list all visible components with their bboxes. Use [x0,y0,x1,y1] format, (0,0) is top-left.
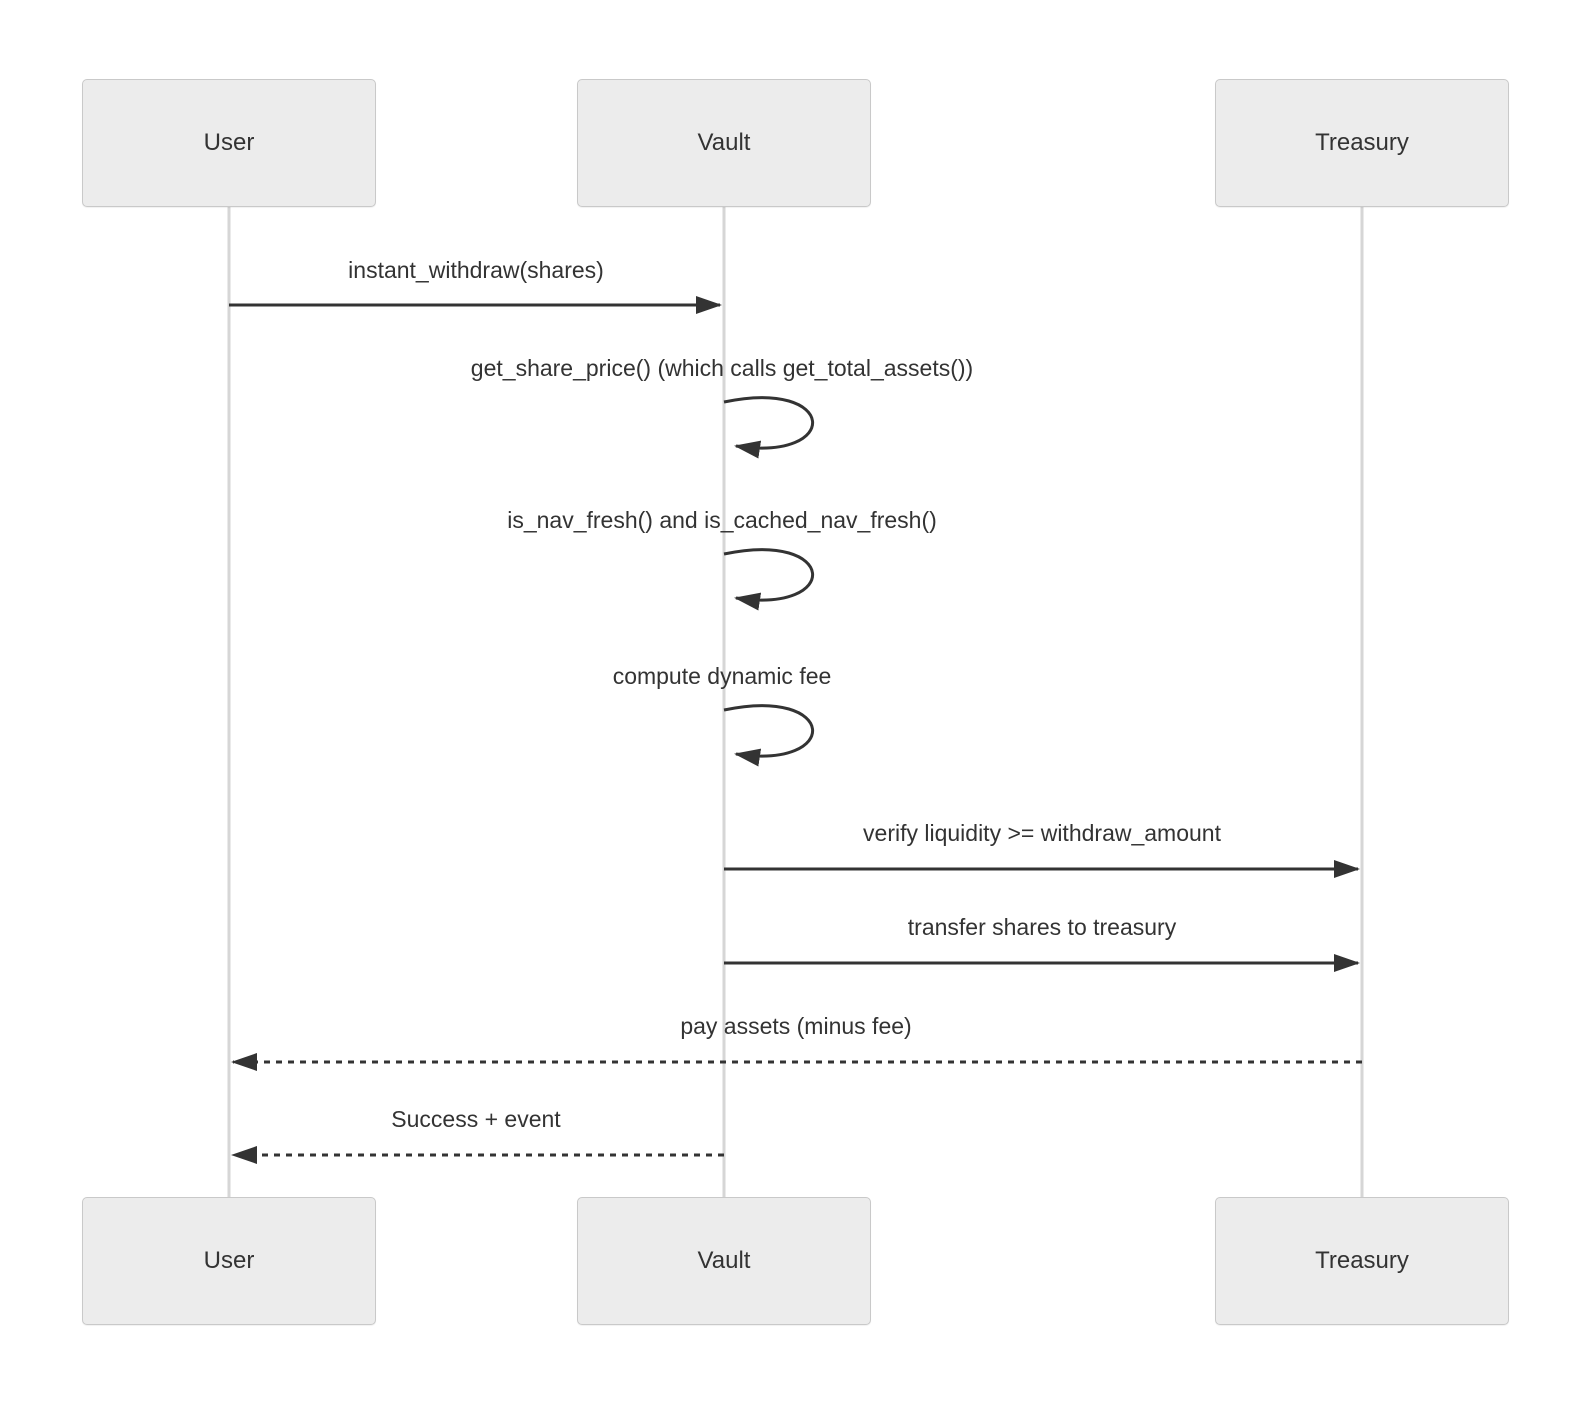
actor-user-label-bottom: User [203,1247,255,1274]
actor-treasury-label: Treasury [1315,129,1409,156]
actor-vault-label: Vault [697,129,751,156]
actor-vault-top: Vault [577,79,871,207]
actor-user-label: User [203,129,255,156]
self-loop-is-nav-fresh [723,548,814,611]
message-label-transfer-shares: transfer shares to treasury [907,914,1177,940]
message-label-verify-liquidity: verify liquidity >= withdraw_amount [863,820,1221,846]
actor-user-bottom: User [82,1197,376,1325]
message-label-is-nav-fresh: is_nav_fresh() and is_cached_nav_fresh() [507,507,937,533]
message-label-pay-assets: pay assets (minus fee) [680,1013,912,1039]
message-label-instant-withdraw: instant_withdraw(shares) [348,257,604,283]
self-loop-get-share-price [723,396,814,459]
actor-treasury-top: Treasury [1215,79,1509,207]
actor-treasury-label-bottom: Treasury [1315,1247,1409,1274]
actor-user-top: User [82,79,376,207]
message-label-success-event: Success + event [391,1106,561,1132]
self-loop-compute-dynamic-fee [723,704,814,767]
actor-vault-label-bottom: Vault [697,1247,751,1274]
message-label-compute-dynamic-fee: compute dynamic fee [612,663,832,689]
actor-treasury-bottom: Treasury [1215,1197,1509,1325]
actor-vault-bottom: Vault [577,1197,871,1325]
message-label-get-share-price: get_share_price() (which calls get_total… [470,355,974,381]
